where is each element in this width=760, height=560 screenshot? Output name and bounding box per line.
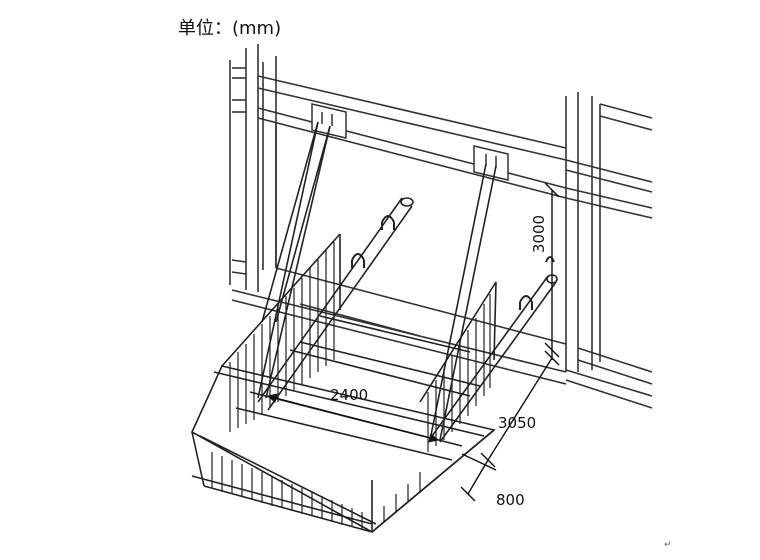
- dimension-width-line: [267, 393, 439, 443]
- front-guard-pickets: [211, 452, 421, 530]
- u-bolt-clamps: [351, 215, 555, 310]
- dimension-guard-line: [460, 453, 497, 502]
- dimension-height-line: [544, 182, 560, 360]
- anchor-plate-right: [473, 145, 509, 181]
- unit-label: 单位：(mm): [178, 18, 282, 39]
- suspension-cables: [257, 121, 497, 441]
- anchor-plate-left: [311, 103, 347, 139]
- dimension-width-label: 2400: [330, 386, 368, 404]
- dimension-height-label: 3000: [530, 215, 548, 253]
- building-facade: [229, 44, 653, 409]
- paragraph-mark: ↵: [664, 540, 672, 550]
- left-guard-pickets: [229, 242, 335, 432]
- dimension-depth-label: 3050: [498, 414, 536, 432]
- dimension-guard-label: 800: [496, 491, 525, 509]
